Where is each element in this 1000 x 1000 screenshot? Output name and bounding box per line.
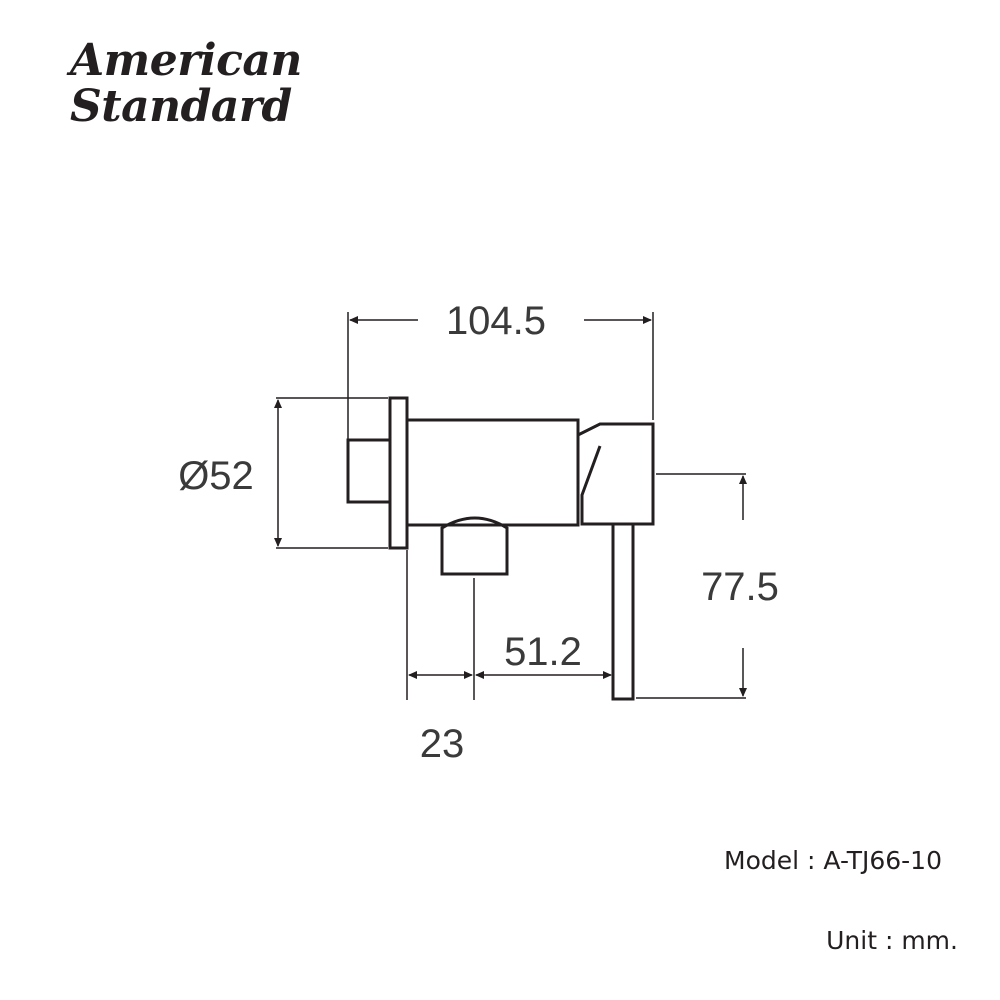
dimension-height: 77.5 [701, 565, 779, 609]
dimension-overall-length: 104.5 [446, 299, 546, 343]
dimension-outlet-offset: 23 [420, 722, 465, 766]
brand-logo-line2: Standard [70, 81, 292, 132]
model-label: Model : A-TJ66-10 [724, 846, 942, 875]
valve-body [407, 418, 580, 527]
brand-logo-line1: American [70, 35, 302, 86]
brand-logo: American Standard [70, 38, 302, 130]
dimension-lines [276, 312, 746, 700]
arrowheads [274, 316, 747, 697]
wall-connector [346, 438, 392, 504]
handle-base [577, 422, 655, 526]
dimension-handle-offset: 51.2 [504, 630, 582, 674]
handle-lever [611, 522, 635, 701]
wall-flange [388, 396, 409, 550]
outlet-connector [440, 516, 509, 576]
dimension-flange-diameter: Ø52 [178, 454, 254, 498]
valve-outline [346, 396, 655, 701]
unit-label: Unit : mm. [826, 926, 958, 955]
